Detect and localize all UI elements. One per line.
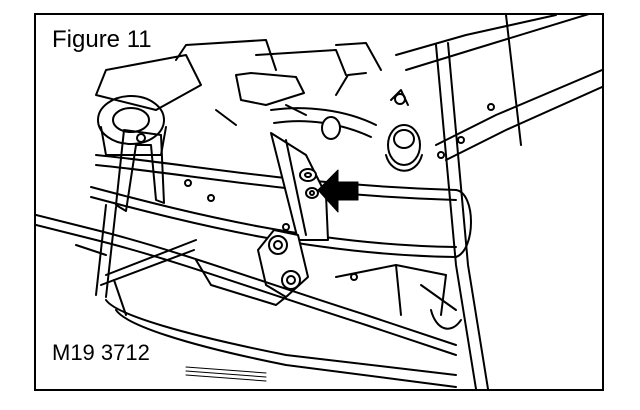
pipe-assembly — [270, 72, 423, 172]
left-strut — [75, 204, 117, 298]
callout-arrow — [317, 169, 359, 213]
figure-frame: Figure 11 M19 3712 — [34, 13, 604, 391]
figure-title: Figure 11 — [52, 26, 156, 54]
technical-line-drawing — [36, 15, 602, 389]
center-bracket — [270, 132, 329, 241]
hatching — [185, 366, 267, 382]
crossmember — [90, 154, 472, 258]
figure-reference-code: M19 3712 — [52, 340, 154, 366]
engine-background — [95, 39, 382, 126]
sump-pan — [105, 259, 462, 388]
right-frame-rails — [395, 15, 602, 389]
front-rails — [36, 214, 457, 356]
left-bracket — [115, 129, 165, 212]
pivot-link — [257, 229, 309, 298]
